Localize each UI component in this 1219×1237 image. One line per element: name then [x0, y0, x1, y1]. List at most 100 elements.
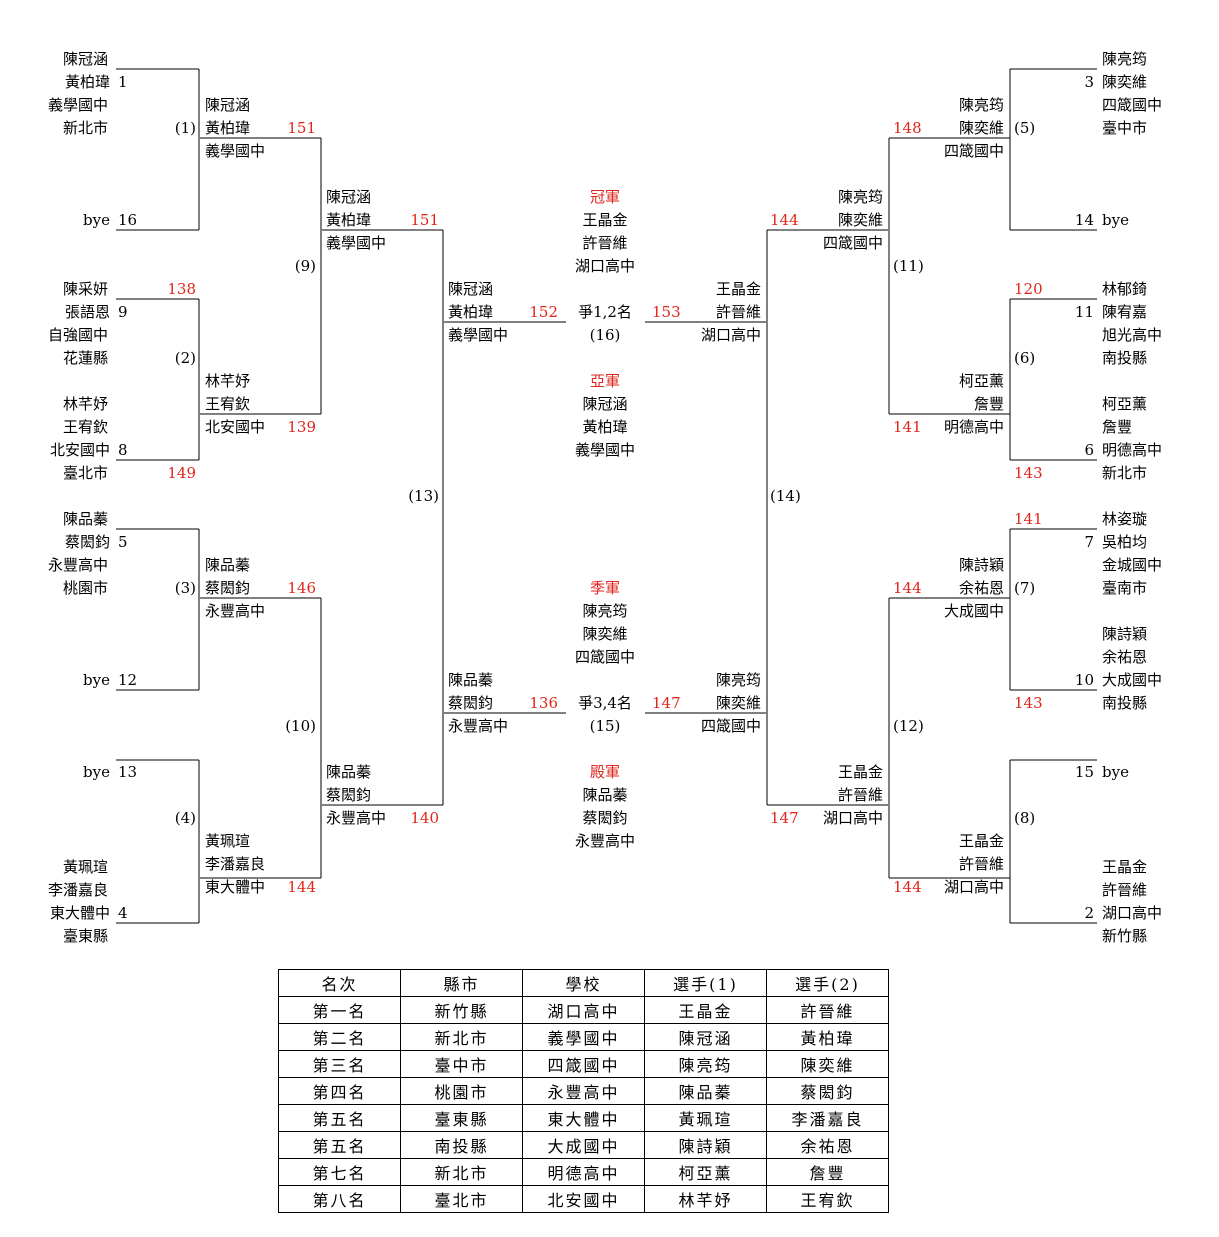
- table-cell: 明德高中: [522, 1158, 645, 1186]
- r2-player1: 陳品蓁: [326, 763, 372, 781]
- podium-player1: 陳亮筠: [582, 602, 628, 620]
- score: 148: [893, 119, 922, 137]
- score: 144: [770, 211, 799, 229]
- r1-player1: 黃珮瑄: [205, 832, 251, 850]
- score: 138: [167, 280, 196, 298]
- seed-school: 北安國中: [49, 441, 110, 459]
- table-cell: 黃柏瑋: [766, 1023, 889, 1051]
- seed-school: 大成國中: [1102, 671, 1163, 689]
- seed-p1: 林芊妤: [62, 395, 108, 413]
- seed-p2: 蔡閎鈞: [64, 533, 110, 551]
- match-number: (14): [770, 487, 801, 505]
- score: 147: [652, 694, 681, 712]
- match-number: (6): [1014, 349, 1036, 367]
- bye-label: bye: [1102, 211, 1129, 229]
- seed-school: 四箴國中: [1102, 96, 1163, 114]
- score: 146: [287, 579, 316, 597]
- seed-number: 14: [1074, 211, 1094, 229]
- seed-p1: 陳冠涵: [62, 50, 108, 68]
- seed-p1: 王晶金: [1102, 858, 1148, 876]
- table-cell: 陳亮筠: [644, 1050, 767, 1078]
- podium-school: 四箴國中: [574, 648, 635, 666]
- seed-school: 自強國中: [47, 326, 108, 344]
- table-cell: 第二名: [278, 1023, 401, 1051]
- score: 147: [770, 809, 799, 827]
- seed-p1: 陳品蓁: [62, 510, 108, 528]
- table-header-cell: 選手(1): [644, 969, 767, 997]
- table-header-cell: 學校: [522, 969, 645, 997]
- r1-player2: 詹豐: [973, 395, 1004, 413]
- table-cell: 許晉維: [766, 996, 889, 1024]
- r1-player1: 林芊妤: [205, 372, 251, 390]
- semi-player2: 黃柏瑋: [448, 303, 494, 321]
- seed-p2: 張語恩: [64, 303, 110, 321]
- seed-p2: 吳柏均: [1102, 533, 1148, 551]
- r1-player2: 陳奕維: [958, 119, 1004, 137]
- table-cell: 第五名: [278, 1131, 401, 1159]
- seed-number: 11: [1074, 303, 1094, 321]
- podium-player2: 陳奕維: [582, 625, 628, 643]
- r1-player2: 余祐恩: [958, 579, 1004, 597]
- podium-player1: 陳冠涵: [582, 395, 628, 413]
- table-cell: 黃珮瑄: [644, 1104, 767, 1132]
- seed-number: 6: [1084, 441, 1094, 459]
- seed-number: 15: [1074, 763, 1094, 781]
- seed-p2: 王宥欽: [62, 418, 108, 436]
- seed-county: 新竹縣: [1102, 927, 1148, 945]
- semi-player2: 蔡閎鈞: [448, 694, 494, 712]
- table-cell: 四箴國中: [522, 1050, 645, 1078]
- table-cell: 蔡閎鈞: [766, 1077, 889, 1105]
- match-number: (3): [174, 579, 196, 597]
- seed-school: 旭光高中: [1102, 326, 1163, 344]
- seed-school: 東大體中: [49, 904, 110, 922]
- semi-player1: 陳亮筠: [715, 671, 761, 689]
- table-cell: 柯亞薰: [644, 1158, 767, 1186]
- seed-number: 13: [118, 763, 138, 781]
- seed-number: 7: [1084, 533, 1094, 551]
- r2-school: 四箴國中: [822, 234, 883, 252]
- seed-p2: 余祐恩: [1102, 648, 1148, 666]
- table-cell: 桃園市: [400, 1077, 523, 1105]
- table-cell: 永豐高中: [522, 1077, 645, 1105]
- score: 149: [167, 464, 196, 482]
- match-number: (13): [408, 487, 439, 505]
- seed-number: 3: [1084, 73, 1094, 91]
- third-place-match-number: (15): [589, 717, 621, 735]
- score: 141: [1014, 510, 1043, 528]
- table-cell: 北安國中: [522, 1185, 645, 1213]
- table-cell: 第一名: [278, 996, 401, 1024]
- semi-school: 四箴國中: [700, 717, 761, 735]
- seed-county: 臺北市: [62, 464, 108, 482]
- podium-school: 湖口高中: [574, 257, 635, 275]
- podium-player2: 許晉維: [582, 234, 628, 252]
- score: 144: [287, 878, 316, 896]
- seed-school: 湖口高中: [1102, 904, 1163, 922]
- podium-title: 殿軍: [589, 763, 620, 781]
- score: 141: [893, 418, 922, 436]
- match-number: (5): [1014, 119, 1036, 137]
- seed-county: 新北市: [62, 119, 108, 137]
- r1-player1: 陳亮筠: [958, 96, 1004, 114]
- score: 140: [410, 809, 439, 827]
- table-row: 第一名新竹縣湖口高中王晶金許晉維: [278, 996, 889, 1024]
- table-cell: 南投縣: [400, 1131, 523, 1159]
- score: 144: [893, 579, 922, 597]
- r2-player2: 蔡閎鈞: [326, 786, 372, 804]
- seed-p2: 黃柏瑋: [64, 73, 110, 91]
- match-number: (11): [893, 257, 924, 275]
- third-place-label: 爭3,4名: [578, 694, 632, 712]
- podium-player2: 蔡閎鈞: [582, 809, 628, 827]
- table-row: 第七名新北市明德高中柯亞薰詹豐: [278, 1158, 889, 1186]
- seed-p2: 李潘嘉良: [47, 881, 108, 899]
- match-number: (10): [285, 717, 316, 735]
- score: 143: [1014, 694, 1043, 712]
- seed-county: 花蓮縣: [62, 349, 108, 367]
- podium-title: 冠軍: [589, 188, 620, 206]
- r1-player2: 王宥欽: [205, 395, 251, 413]
- seed-number: 1: [118, 73, 128, 91]
- table-cell: 第三名: [278, 1050, 401, 1078]
- semi-school: 義學國中: [448, 326, 509, 344]
- seed-county: 新北市: [1102, 464, 1148, 482]
- table-row: 第八名臺北市北安國中林芊妤王宥欽: [278, 1185, 889, 1213]
- table-cell: 第四名: [278, 1077, 401, 1105]
